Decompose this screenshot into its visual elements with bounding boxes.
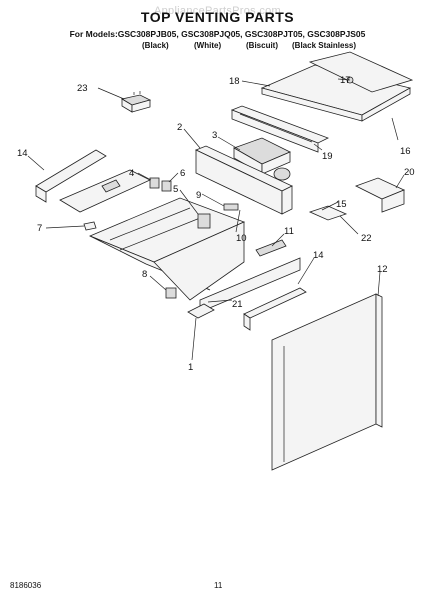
callout-22: 22 [361, 233, 372, 244]
part-1-rail [187, 303, 215, 319]
callout-15: 15 [336, 199, 347, 210]
callouts: 23 18 17 2 3 19 16 14 4 6 5 9 20 15 7 10… [17, 75, 415, 373]
part-9-clip [223, 203, 239, 211]
callout-10: 10 [236, 233, 247, 244]
callout-14-lower: 14 [313, 250, 324, 261]
callout-18: 18 [229, 76, 240, 87]
callout-19: 19 [322, 151, 333, 162]
part-23-switch [120, 91, 152, 113]
document-number: 8186036 [10, 581, 42, 590]
callout-7: 7 [37, 223, 42, 234]
callout-3: 3 [212, 130, 217, 141]
callout-2: 2 [177, 122, 182, 133]
leader-lines [27, 78, 405, 361]
part-14-side-bracket [243, 287, 307, 331]
part-11-terminal [255, 239, 287, 257]
part-7-piece [83, 221, 97, 231]
callout-9: 9 [196, 190, 201, 201]
callout-14-upper: 14 [17, 148, 28, 159]
color-label-white: (White) [194, 41, 222, 50]
color-label-black: (Black) [142, 41, 169, 50]
callout-5: 5 [173, 184, 178, 195]
callout-8: 8 [142, 269, 147, 280]
callout-20: 20 [404, 167, 415, 178]
callout-17: 17 [340, 75, 351, 86]
part-5-switch [197, 213, 211, 229]
callout-1: 1 [188, 362, 193, 373]
part-12-panel [271, 293, 383, 471]
part-2-duct [195, 145, 293, 215]
callout-16: 16 [400, 146, 411, 157]
part-19-bracket [230, 105, 330, 153]
part-6-block [161, 180, 172, 192]
models-line: For Models:GSC308PJB05, GSC308PJQ05, GSC… [69, 29, 366, 39]
part-3-fan-motor [233, 137, 291, 181]
part-4-block [149, 177, 160, 189]
page-title: TOP VENTING PARTS [140, 9, 295, 25]
callout-4: 4 [129, 168, 134, 179]
page-number: 11 [214, 581, 223, 590]
callout-6: 6 [180, 168, 185, 179]
callout-21: 21 [232, 299, 243, 310]
part-8-clip [165, 287, 177, 299]
callout-11: 11 [284, 226, 294, 237]
watermark: AppliancePartsPros.com [153, 5, 282, 17]
part-22-clip [308, 205, 348, 221]
part-14-left-bracket [35, 149, 151, 213]
main-housing [88, 197, 301, 313]
color-label-black-stainless: (Black Stainless) [292, 41, 357, 50]
callout-23: 23 [77, 83, 88, 94]
color-label-biscuit: (Biscuit) [246, 41, 278, 50]
part-20-bracket [354, 177, 406, 213]
callout-12: 12 [377, 264, 388, 275]
part-16-top-panel [260, 51, 414, 122]
